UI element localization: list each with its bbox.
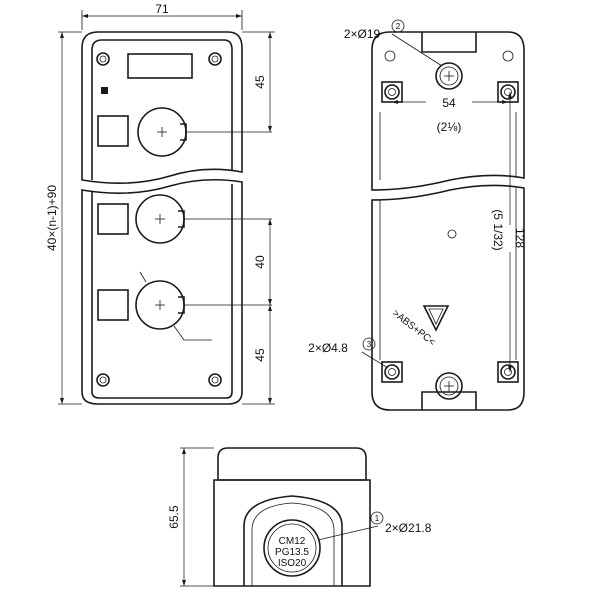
material-marking: >ABS+PC< [390, 308, 437, 348]
top-hole-label: 2×Ø19 [344, 27, 381, 41]
mount-screw-icon [381, 50, 519, 383]
horizontal-spacing-inch: (2⅛) [437, 120, 462, 134]
height-formula-dimension: 40×(n-1)+90 [45, 185, 59, 251]
pitch-dimension: 40 [253, 255, 267, 269]
mount-hole-marker: 3 [367, 340, 372, 349]
side-height-dimension: 65.5 [167, 505, 181, 529]
cable-gland [263, 519, 321, 577]
gland-line-3: ISO20 [278, 558, 307, 569]
gland-line-1: CM12 [279, 536, 306, 547]
mount-hole-label: 2×Ø4.8 [308, 341, 348, 355]
bottom-offset-dimension: 45 [253, 348, 267, 362]
gland-line-2: PG13.5 [275, 547, 309, 558]
top-offset-dimension: 45 [253, 75, 267, 89]
vertical-spacing-dimension: 128 [513, 228, 527, 248]
small-square-mark [101, 87, 108, 94]
vertical-spacing-inch: (5 1/32) [491, 209, 505, 250]
recycle-triangle-icon [422, 305, 450, 332]
top-hole-icon [435, 62, 463, 400]
back-view: 54 (2⅛) 128 (5 1/32) >ABS+PC< 2×Ø19 2 2×… [308, 19, 527, 411]
front-view: 71 45 40 45 40×(n-1)+90 [45, 2, 275, 405]
width-dimension: 71 [155, 2, 169, 16]
screw-icon [96, 52, 222, 387]
cable-hole-label: 2×Ø21.8 [385, 521, 432, 535]
side-view: CM12 PG13.5 ISO20 65.5 1 2×Ø21.8 [167, 447, 432, 587]
cable-hole-marker: 1 [375, 514, 380, 523]
horizontal-spacing-dimension: 54 [442, 96, 456, 110]
top-hole-marker: 2 [396, 22, 401, 31]
